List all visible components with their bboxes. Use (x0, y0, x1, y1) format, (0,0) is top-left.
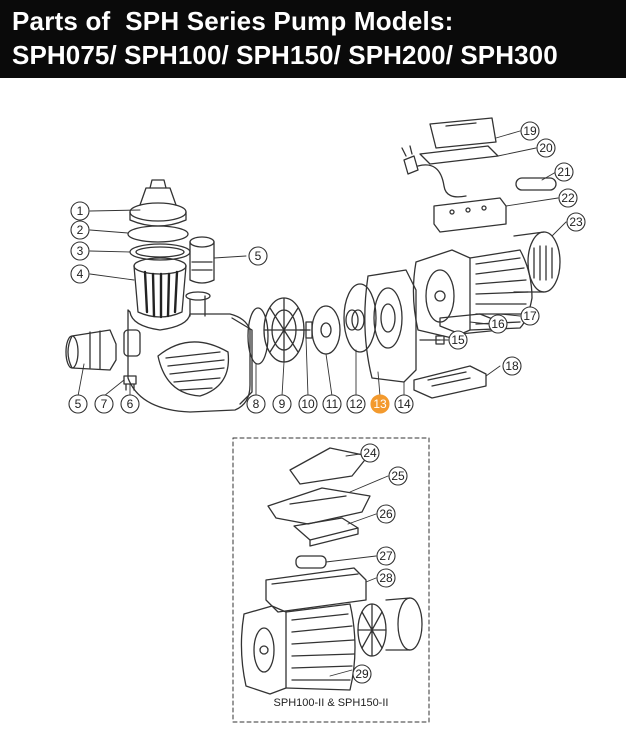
callout-circle-21 (554, 162, 574, 182)
callout-circle-15 (448, 330, 468, 350)
callout-label-10: 10 (301, 397, 315, 411)
callout-label-2: 3 (77, 244, 84, 258)
motor (412, 249, 533, 339)
callout-circle-20 (536, 138, 556, 158)
inset-caption: SPH100-II & SPH150-II (274, 697, 389, 709)
motor-foot (413, 365, 487, 399)
title-line-2: SPH075/ SPH100/ SPH150/ SPH200/ SPH300 (12, 40, 558, 70)
callout-circle-26 (376, 504, 396, 524)
callout-label-23: 23 (569, 215, 583, 229)
callout-label-9: 9 (279, 397, 286, 411)
callout-circle-1 (70, 220, 90, 240)
capacitor (515, 177, 557, 191)
pump-housing (123, 291, 253, 413)
callout-circle-19 (520, 121, 540, 141)
callout-label-12: 12 (349, 397, 363, 411)
callout-label-25: 25 (391, 469, 405, 483)
fan-cover (513, 231, 561, 293)
inset-cover (289, 447, 369, 485)
inset-motor (240, 603, 356, 695)
title-line-1: Parts of SPH Series Pump Models: (12, 6, 454, 36)
callout-circle-2 (70, 241, 90, 261)
lid-o-ring (127, 225, 189, 243)
housing-o-ring (247, 307, 269, 365)
inset-leader-lines (325, 453, 389, 677)
callout-circle-0 (70, 201, 90, 221)
callout-circle-16 (488, 314, 508, 334)
inset-capacitor (295, 555, 327, 569)
callout-circle-10 (298, 394, 318, 414)
callout-circle-5 (68, 394, 88, 414)
callout-circle-11 (322, 394, 342, 414)
power-cord (401, 145, 467, 198)
terminal-box (433, 197, 507, 233)
terminal-gasket (419, 145, 499, 165)
callout-label-24: 24 (363, 446, 377, 460)
callout-label-4: 5 (255, 249, 262, 263)
callout-circle-13 (370, 394, 390, 414)
callout-label-11: 11 (326, 397, 339, 411)
callout-label-3: 4 (77, 267, 84, 281)
callout-label-19: 19 (523, 124, 537, 138)
callout-label-5: 5 (75, 397, 82, 411)
inset-fan (357, 603, 387, 657)
terminal-cover (429, 117, 497, 149)
callout-circle-29 (352, 664, 372, 684)
callout-label-0: 1 (77, 204, 84, 218)
callout-label-26: 26 (379, 507, 393, 521)
strainer-lid (129, 179, 187, 227)
callout-circle-7 (94, 394, 114, 414)
callout-label-6: 6 (127, 397, 134, 411)
callout-circle-12 (346, 394, 366, 414)
title-banner: Parts of SPH Series Pump Models: SPH075/… (0, 0, 626, 78)
union-connector-top (189, 236, 215, 284)
inset-gasket (267, 487, 371, 525)
diffuser-screw (299, 321, 313, 339)
callout-label-1: 2 (77, 223, 84, 237)
callout-circle-4 (248, 246, 268, 266)
seal-plate-o-ring (343, 283, 377, 353)
inset-fan-cover (385, 597, 423, 651)
leader-lines (77, 130, 567, 397)
drain-plug (123, 375, 137, 391)
callout-label-16: 16 (491, 317, 505, 331)
inset-controller-board (293, 517, 359, 547)
callout-circle-27 (376, 546, 396, 566)
callout-label-21: 21 (557, 165, 571, 179)
callout-circle-18 (502, 356, 522, 376)
callout-label-14: 14 (397, 397, 411, 411)
callout-label-8: 8 (253, 397, 260, 411)
callout-label-20: 20 (539, 141, 553, 155)
callout-label-18: 18 (505, 359, 519, 373)
callout-label-13: 13 (373, 397, 387, 411)
impeller (311, 305, 341, 355)
callout-label-15: 15 (451, 333, 465, 347)
callout-label-28: 28 (379, 571, 393, 585)
callout-label-22: 22 (561, 191, 575, 205)
callout-label-7: 7 (101, 397, 108, 411)
callout-circle-14 (394, 394, 414, 414)
callout-circle-23 (566, 212, 586, 232)
callout-circle-6 (120, 394, 140, 414)
callout-label-29: 29 (355, 667, 369, 681)
mechanical-seal (345, 309, 365, 331)
callout-circle-17 (520, 306, 540, 326)
callout-circle-9 (272, 394, 292, 414)
strainer-basket (133, 257, 187, 319)
diffuser (263, 297, 305, 363)
seal-plate (364, 269, 417, 383)
callout-circle-8 (246, 394, 266, 414)
callout-circle-24 (360, 443, 380, 463)
callout-label-27: 27 (379, 549, 393, 563)
inset-terminal-box (265, 567, 367, 613)
union-connector-side (65, 329, 117, 371)
callout-label-17: 17 (523, 309, 537, 323)
callout-circle-28 (376, 568, 396, 588)
callout-circle-25 (388, 466, 408, 486)
callout-circle-3 (70, 264, 90, 284)
exploded-parts-diagram: 1234556789101112131415161718192021222324… (65, 117, 586, 723)
callout-circle-22 (558, 188, 578, 208)
inset-frame (232, 437, 430, 723)
